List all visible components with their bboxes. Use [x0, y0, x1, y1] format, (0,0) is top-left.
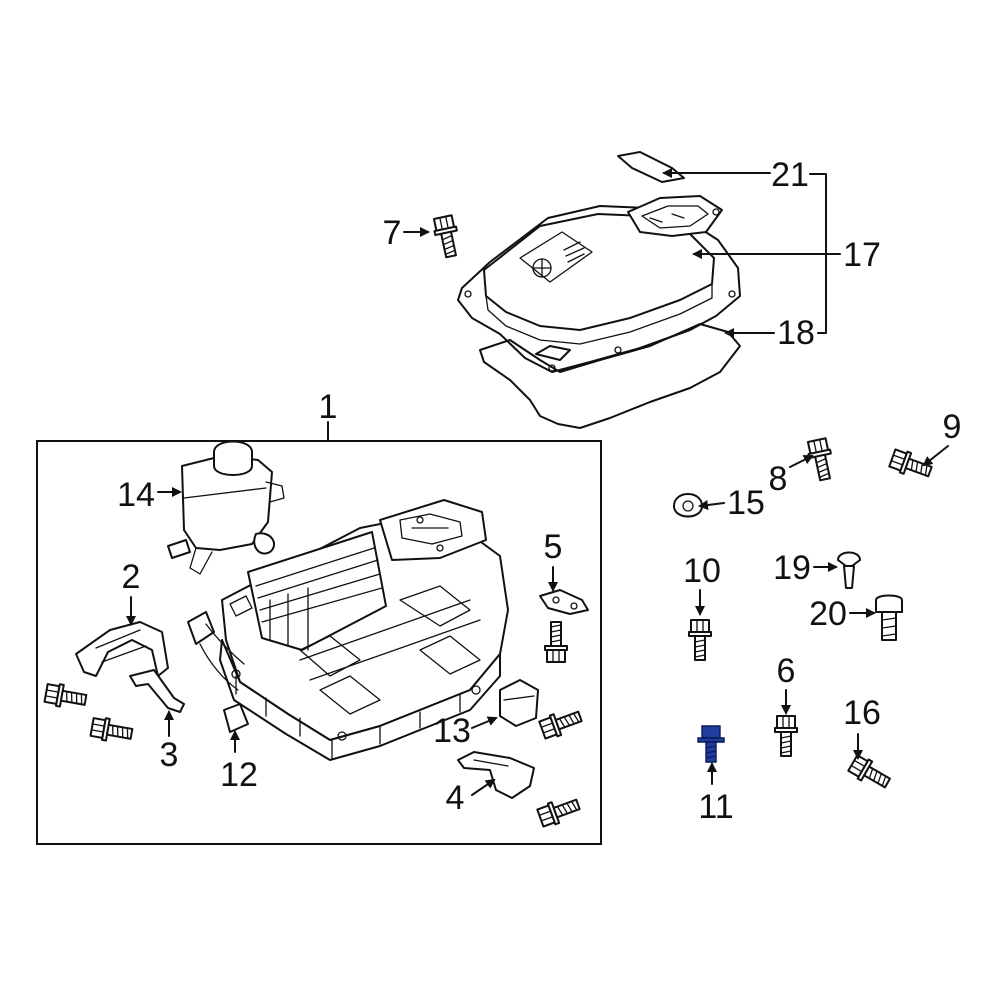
callout-12[interactable]: 12	[220, 756, 258, 794]
callout-7[interactable]: 7	[383, 214, 402, 252]
bolt-10	[688, 619, 712, 661]
bolt-b	[89, 715, 135, 746]
bolt-16	[846, 752, 894, 794]
bolt-20	[875, 594, 903, 641]
inverter-assembly-1	[187, 499, 509, 761]
callout-5[interactable]: 5	[544, 528, 563, 566]
callout-8[interactable]: 8	[769, 460, 788, 498]
inverter-cover-17	[457, 195, 741, 373]
callout-9[interactable]: 9	[943, 408, 962, 446]
callout-14[interactable]: 14	[117, 476, 155, 514]
reservoir-tank-14	[167, 440, 285, 575]
bolt-6	[774, 715, 798, 757]
callout-labels: 1 2 3 4 5 6 7 8 9 10 11 12 13 14 15 16 1…	[117, 156, 961, 826]
bracket-13	[499, 679, 539, 727]
bolt-c	[544, 621, 568, 663]
callout-21[interactable]: 21	[771, 156, 809, 194]
bolt-e	[535, 793, 583, 830]
clip-19	[837, 551, 861, 589]
callout-15[interactable]: 15	[727, 484, 765, 522]
bolt-a	[43, 681, 89, 712]
callout-4[interactable]: 4	[446, 779, 465, 817]
callout-18[interactable]: 18	[777, 314, 815, 352]
bolt-9	[887, 446, 935, 483]
assembly-frame	[36, 440, 602, 845]
cover-gasket-18	[479, 323, 741, 429]
clip-15	[673, 493, 703, 518]
callout-19[interactable]: 19	[773, 549, 811, 587]
callout-16[interactable]: 16	[843, 694, 881, 732]
callout-11[interactable]: 11	[698, 788, 733, 826]
bolt-11-highlighted[interactable]	[697, 725, 725, 763]
caution-label-21	[617, 151, 685, 183]
callout-13[interactable]: 13	[433, 712, 471, 750]
bolt-7	[430, 213, 463, 260]
bracket-5	[539, 589, 589, 615]
bracket-2	[75, 621, 169, 677]
bolt-8	[804, 436, 837, 483]
callout-6[interactable]: 6	[777, 652, 796, 690]
callout-20[interactable]: 20	[809, 595, 847, 633]
callout-2[interactable]: 2	[122, 558, 141, 596]
gasket-12	[223, 703, 249, 733]
bracket-4	[457, 751, 535, 799]
callout-10[interactable]: 10	[683, 552, 721, 590]
callout-3[interactable]: 3	[160, 736, 179, 774]
bracket-3	[129, 669, 185, 713]
callout-17[interactable]: 17	[843, 236, 881, 274]
bolt-d	[537, 705, 585, 742]
leader-arrows	[126, 168, 949, 796]
callout-1[interactable]: 1	[319, 388, 338, 426]
